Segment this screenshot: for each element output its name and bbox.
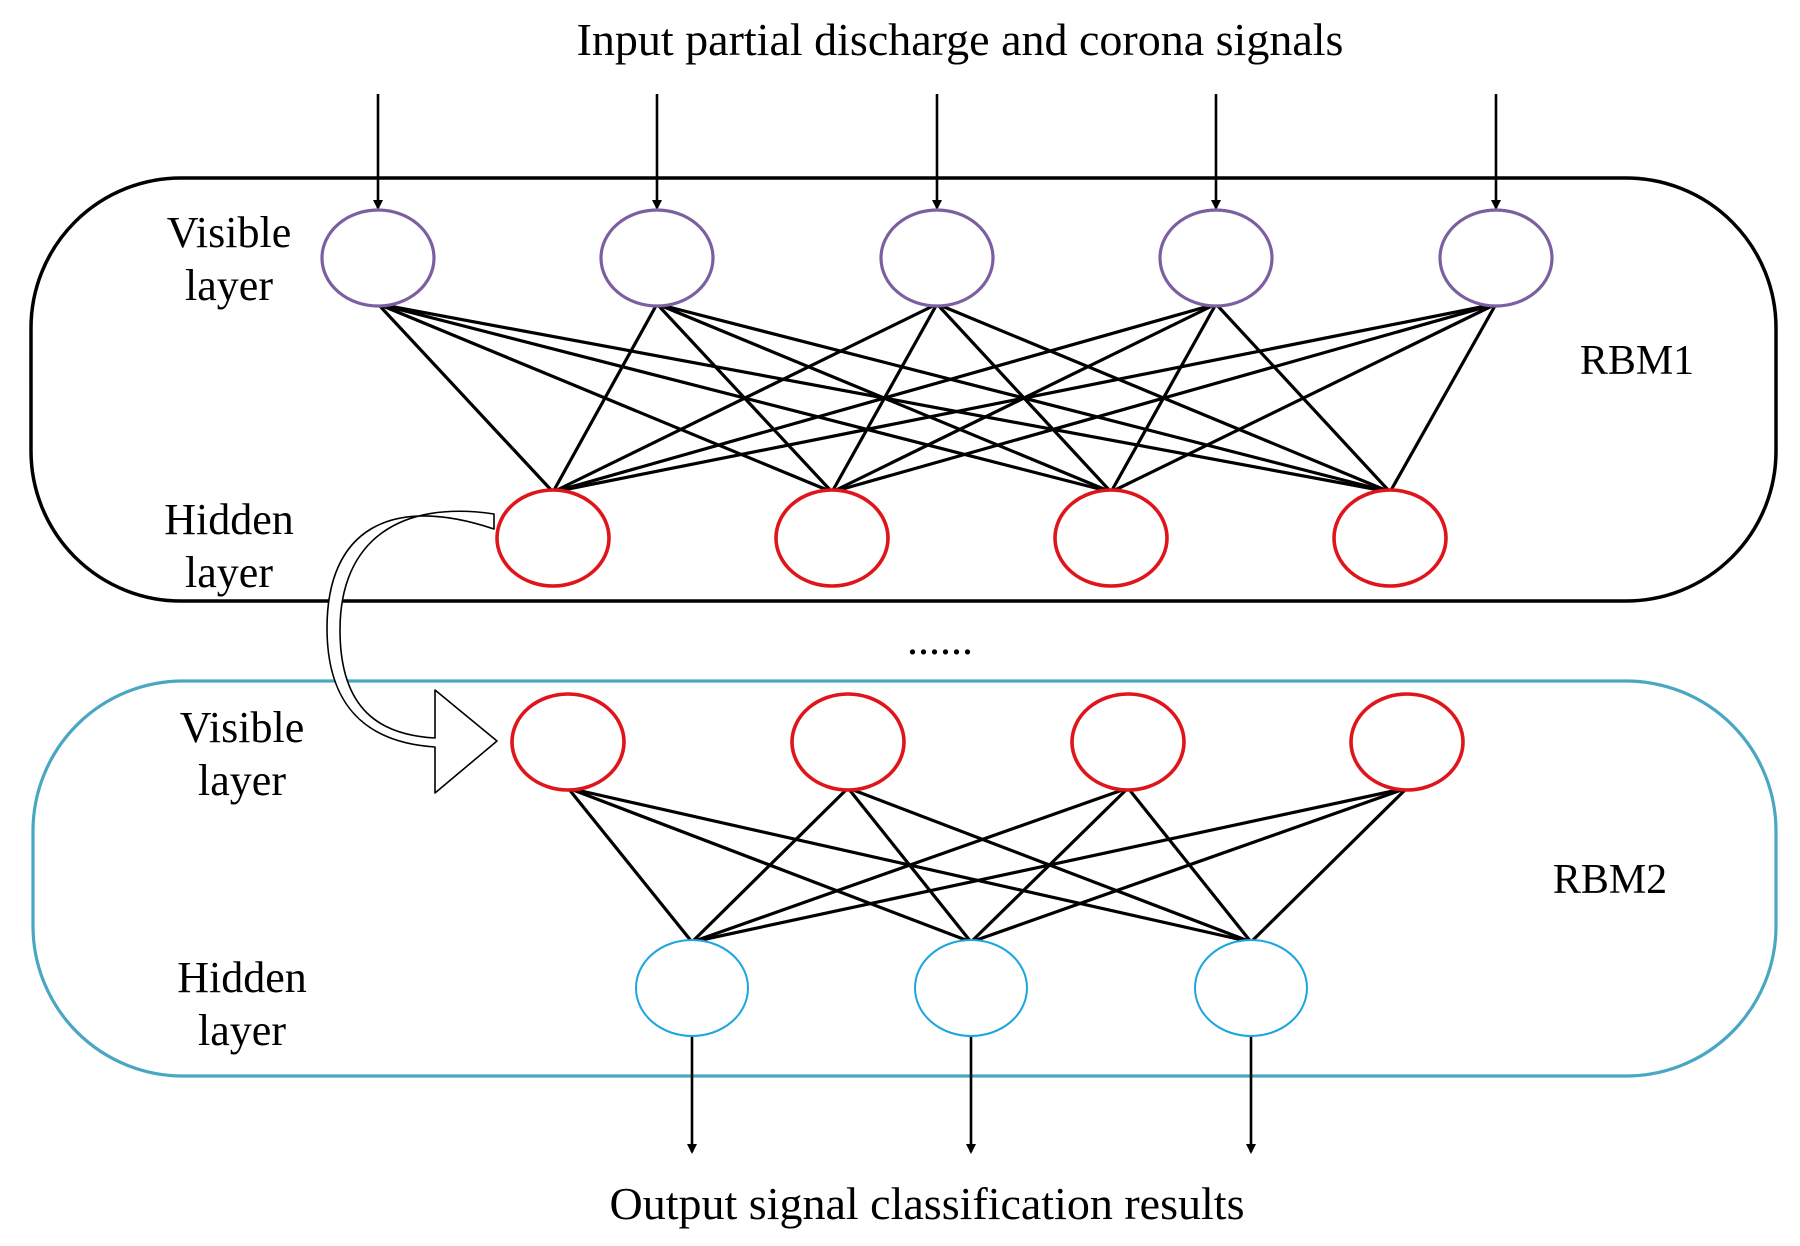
rbm1-edge-3-0 xyxy=(552,302,1217,494)
rbm1-edge-2-0 xyxy=(552,302,938,494)
rbm1-hidden-unit-3 xyxy=(1332,488,1448,588)
rbm1-edge-4-2 xyxy=(1110,302,1497,494)
rbm1-visible-unit-4 xyxy=(1438,208,1554,308)
rbm1-hidden-unit-0 xyxy=(495,488,611,588)
rbm1-visible-layer-label-line2: layer xyxy=(185,261,273,310)
rbm1-edge-0-0 xyxy=(376,302,555,494)
rbm2-edge-1-0 xyxy=(690,786,850,944)
rbm2-hidden-layer-label-line2: layer xyxy=(198,1006,286,1055)
hollow-curved-arrow-icon xyxy=(326,510,498,794)
rbm1-hidden-unit-1 xyxy=(774,488,890,588)
rbm1-visible-layer-label-line1: Visible xyxy=(167,208,291,257)
rbm2-hidden-unit-2 xyxy=(1194,939,1308,1037)
rbm1-container xyxy=(29,176,1778,603)
rbm1-hidden-unit-2 xyxy=(1053,488,1169,588)
rbm2-visible-layer-label-line2: layer xyxy=(198,756,286,805)
rbm1-edge-4-0 xyxy=(552,302,1497,494)
rbm1-visible-unit-3 xyxy=(1158,208,1274,308)
rbm2-visible-unit-2 xyxy=(1070,692,1186,792)
rbm1-edge-1-0 xyxy=(551,303,659,493)
rbm1-visible-unit-1 xyxy=(599,208,715,308)
rbm2-edge-3-2 xyxy=(1249,786,1409,944)
rbm2-label: RBM2 xyxy=(1553,857,1667,903)
rbm1-hidden-layer-label-line1: Hidden xyxy=(164,495,294,544)
rbm1-edge-4-1 xyxy=(831,302,1497,494)
rbm2-hidden-layer-label-line1: Hidden xyxy=(177,953,307,1002)
input-title: Input partial discharge and corona signa… xyxy=(577,14,1344,65)
rbm1-edge-4-3 xyxy=(1388,303,1498,493)
rbm2-edge-2-0 xyxy=(691,786,1129,944)
rbm2-edge-0-0 xyxy=(566,786,694,944)
rbm2-edge-3-1 xyxy=(970,786,1408,944)
rbm1-visible-unit-2 xyxy=(879,208,995,308)
rbm1-label: RBM1 xyxy=(1580,338,1694,384)
rbm2-visible-unit-1 xyxy=(790,692,906,792)
rbm1-hidden-layer-label-line2: layer xyxy=(185,548,273,597)
rbm2-hidden-unit-1 xyxy=(914,939,1028,1037)
rbm2-visible-unit-0 xyxy=(510,692,626,792)
rbm2-edge-3-0 xyxy=(691,786,1408,944)
rbm2-hidden-unit-0 xyxy=(635,939,749,1037)
ellipsis: ...... xyxy=(907,615,973,664)
rbm2-visible-layer-label-line1: Visible xyxy=(180,703,304,752)
output-title: Output signal classification results xyxy=(610,1178,1245,1229)
rbm2-visible-unit-3 xyxy=(1349,692,1465,792)
rbm1-visible-unit-0 xyxy=(320,208,436,308)
rbm2-container xyxy=(31,679,1778,1078)
